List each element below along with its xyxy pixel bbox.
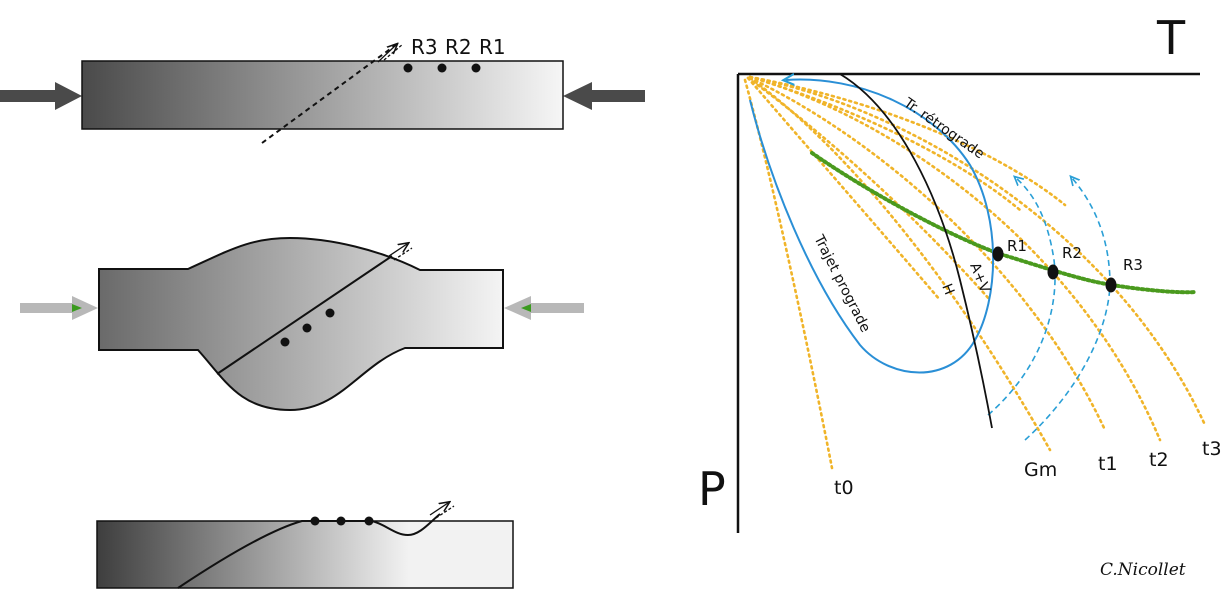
top-rock-r3 — [403, 63, 413, 73]
middle-thickened-block — [98, 236, 504, 412]
isochron-t3 — [748, 75, 1207, 427]
right-compression-arrow — [563, 82, 645, 110]
mid-fault-line — [216, 255, 393, 375]
isochron-gm — [748, 76, 1052, 452]
bottom-fault-line — [177, 513, 441, 589]
mid-rock-3 — [325, 308, 335, 318]
label-gm: Gm — [1024, 459, 1057, 481]
top-rock-r2 — [437, 63, 447, 73]
mid-rock-2 — [302, 323, 312, 333]
bottom-fault-arrow-2 — [435, 505, 455, 519]
top-label-r2: R2 — [445, 35, 472, 59]
label-r2: R2 — [1062, 244, 1082, 262]
top-fault-arrow-2 — [383, 43, 404, 61]
mid-right-arrow-tip — [521, 304, 531, 312]
bottom-crust-block — [96, 520, 514, 589]
label-r3: R3 — [1123, 256, 1143, 274]
top-rock-r1 — [471, 63, 481, 73]
isochron-9 — [748, 75, 1067, 207]
point-r2 — [1047, 264, 1059, 280]
top-label-r3: R3 — [411, 35, 438, 59]
label-r1: R1 — [1007, 237, 1027, 255]
middle-block-group — [20, 236, 584, 412]
label-t1: t1 — [1098, 453, 1118, 475]
author-credit: C.Nicollet — [1100, 560, 1186, 580]
mid-fault-arrow-2 — [393, 247, 413, 261]
point-r3 — [1105, 277, 1117, 293]
left-compression-arrow — [0, 82, 82, 110]
top-crust-block — [81, 60, 564, 130]
peak-locus-green — [810, 151, 1198, 295]
isochron-t2 — [748, 75, 1162, 442]
mid-rock-1 — [280, 337, 290, 347]
isochron-8 — [748, 75, 1022, 212]
mid-left-arrow-tip — [72, 304, 82, 312]
mid-right-arrow — [504, 296, 584, 320]
bottom-rock-3 — [364, 516, 374, 526]
isochron-lines — [743, 75, 1207, 470]
mid-left-arrow — [20, 296, 98, 320]
p-axis-label: P — [698, 462, 726, 516]
label-h-curve: H — [938, 282, 957, 298]
top-block-group: R3 R2 R1 — [0, 35, 645, 144]
t-axis-label: T — [1156, 11, 1186, 65]
reaction-curve — [839, 73, 993, 429]
top-label-r1: R1 — [479, 35, 506, 59]
bottom-block-group — [96, 503, 514, 589]
bottom-rock-1 — [310, 516, 320, 526]
label-t0: t0 — [834, 477, 854, 499]
bottom-rock-2 — [336, 516, 346, 526]
label-t2: t2 — [1149, 449, 1169, 471]
top-fault-arrow-1 — [377, 45, 396, 63]
label-t3: t3 — [1202, 438, 1222, 460]
isochron-t1 — [748, 76, 1107, 432]
mid-fault-arrow-1 — [388, 244, 407, 257]
point-r1 — [992, 246, 1004, 262]
pt-diagram: T P R1 R2 R3 Tr. rétrogra — [698, 11, 1222, 580]
isochron-2 — [746, 76, 942, 302]
top-fault-dashed — [261, 43, 398, 144]
bottom-fault-arrow-1 — [429, 503, 448, 516]
